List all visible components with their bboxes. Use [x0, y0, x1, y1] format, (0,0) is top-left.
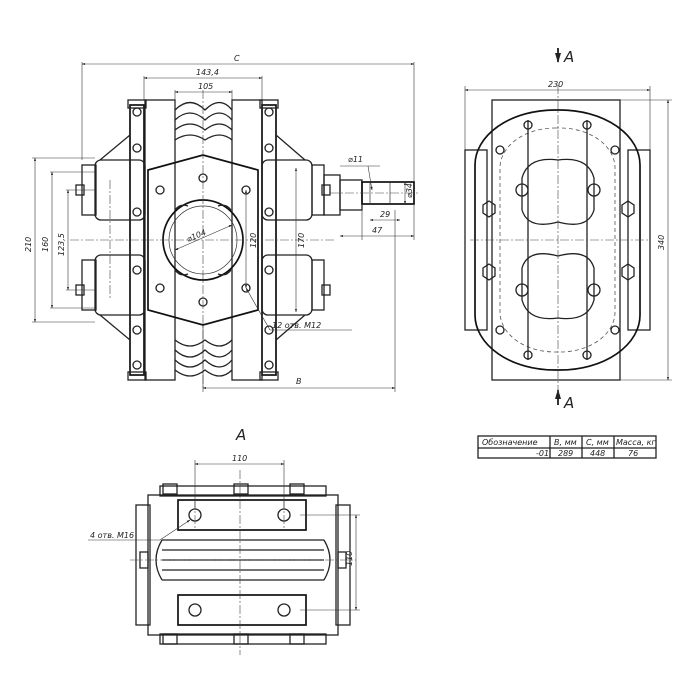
- view-a-title: A: [235, 426, 246, 444]
- dim-210: 210: [24, 237, 33, 252]
- dim-b: B: [296, 377, 302, 386]
- table-header-designation: Обозначение: [482, 438, 538, 447]
- dim-120: 120: [249, 233, 258, 248]
- dim-110-side: 110: [345, 551, 354, 566]
- holes-note-m16: 4 отв. М16: [90, 531, 134, 540]
- dim-110-top: 110: [232, 454, 247, 463]
- dim-104: ⌀104: [185, 228, 207, 244]
- dim-105: 105: [198, 82, 213, 91]
- dim-47: 47: [372, 226, 383, 235]
- bottom-body: [147, 494, 339, 636]
- table-cell-designation: -01: [536, 449, 549, 458]
- table-cell-c: 448: [590, 449, 605, 458]
- side-view: A A: [464, 48, 672, 412]
- table-header-c: C, мм: [586, 438, 609, 447]
- table-header-b: B, мм: [554, 438, 577, 447]
- dim-34: ⌀34: [405, 183, 414, 198]
- table-cell-mass: 76: [628, 449, 638, 458]
- bottom-view: A: [88, 426, 360, 655]
- bottom-mount-flange: [177, 594, 307, 626]
- spec-table: Обозначение B, мм C, мм Масса, кг -01 28…: [477, 435, 657, 459]
- dim-160: 160: [41, 237, 50, 252]
- dim-230: 230: [548, 80, 563, 89]
- holes-note-m12: 12 отв. М12: [272, 321, 321, 330]
- table-header-mass: Масса, кг: [616, 438, 656, 447]
- dim-143: 143,4: [196, 68, 219, 77]
- dim-170: 170: [297, 233, 306, 248]
- dim-29: 29: [380, 210, 390, 219]
- upper-rotor: [521, 158, 595, 225]
- top-mount-flange: [177, 499, 307, 531]
- dim-11: ⌀11: [348, 155, 363, 164]
- section-mark-bottom: A: [563, 394, 574, 412]
- dim-340: 340: [657, 235, 666, 250]
- dim-c: C: [234, 54, 240, 63]
- lower-rotor: [521, 253, 595, 320]
- dim-1235: 123,5: [57, 233, 66, 256]
- front-view: C 143,4 105 210 160 123,5 ⌀104 120 170: [24, 54, 420, 392]
- section-mark-top: A: [563, 48, 574, 66]
- table-cell-b: 289: [558, 449, 573, 458]
